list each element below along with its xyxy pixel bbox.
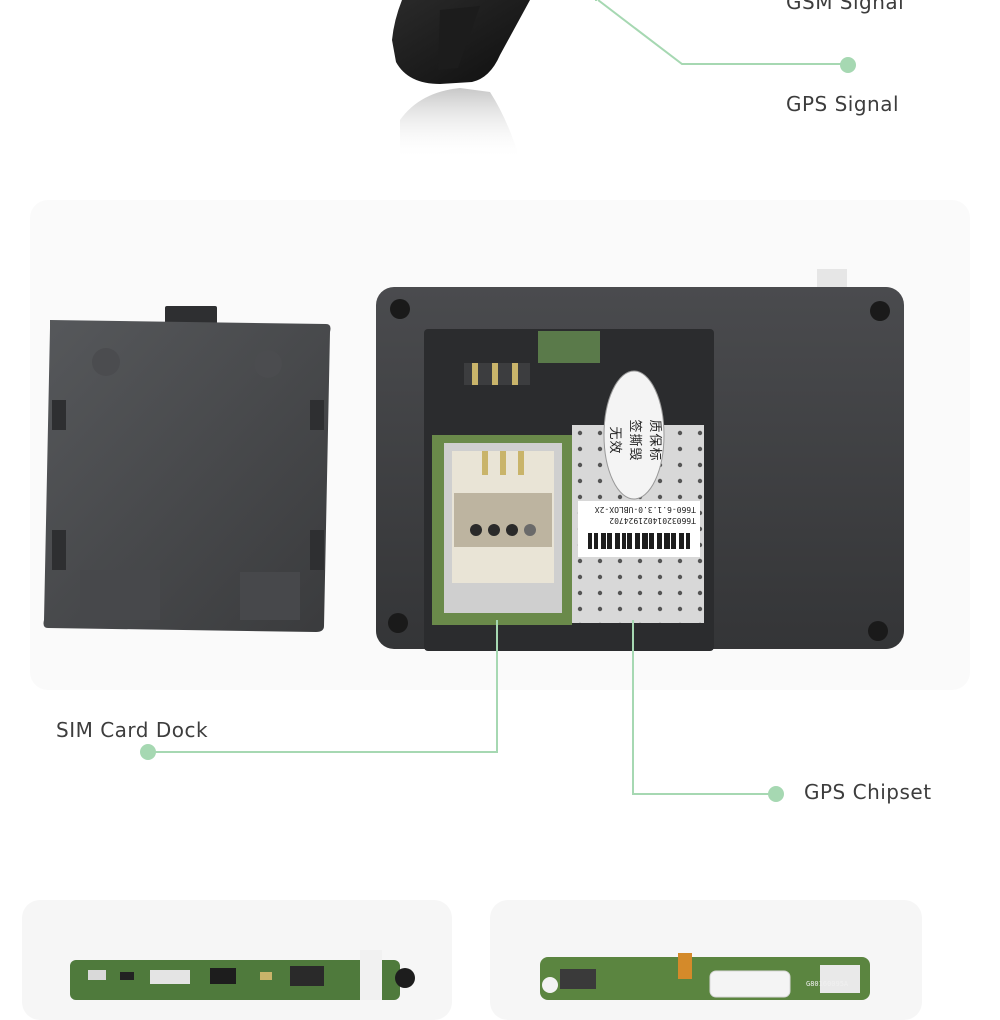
seal-char: 毁: [627, 447, 643, 461]
sim-card-dock-dot: [140, 744, 156, 760]
top-photo: [380, 0, 580, 170]
battery-cover-image: [43, 306, 331, 632]
sim-callout-line: [148, 620, 498, 753]
seal-char: 保: [647, 433, 663, 447]
pcb-front-image: [70, 950, 415, 1000]
gsm-signal-label: GSM Signal: [786, 0, 905, 14]
seal-char: 签: [627, 419, 643, 433]
warranty-seal: 质 保 标 签 撕 毁 无 效: [582, 415, 692, 465]
gps-signal-dot: [840, 57, 856, 73]
gps-chipset-callout-line: [632, 620, 775, 795]
seal-char: 无: [607, 426, 623, 440]
gps-chipset-label: GPS Chipset: [804, 780, 932, 804]
seal-char: 效: [607, 440, 623, 454]
gsm-gps-callout-lines: [597, 0, 848, 65]
module-label-text: T6603201402192470​2 T660-6.1.3.0-UBLOX-2…: [584, 504, 696, 526]
gps-chipset-dot: [768, 786, 784, 802]
seal-char: 标: [647, 447, 663, 461]
tracker-device-open-image: [376, 269, 904, 651]
pcb-back-image: [540, 953, 870, 1000]
pcb-back-marking: G80160095A: [806, 980, 849, 988]
module-serial-line: T6603201402192470​2: [609, 516, 696, 525]
module-model-line: T660-6.1.3.0-UBLOX-2X: [594, 505, 696, 514]
seal-char: 撕: [627, 433, 643, 447]
seal-char: 质: [647, 419, 663, 433]
tracker-device-top-image: [392, 0, 530, 160]
gps-signal-label: GPS Signal: [786, 92, 900, 116]
sim-card-dock-label: SIM Card Dock: [56, 718, 209, 742]
gsm-callout-line-diag: [595, 0, 597, 1]
